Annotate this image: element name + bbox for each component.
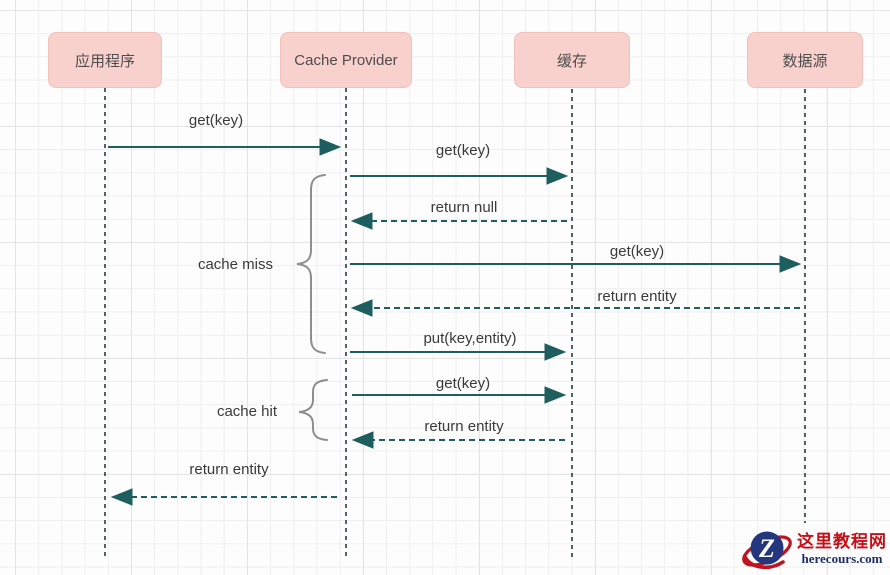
watermark-logo-icon: Z [742, 531, 792, 570]
actor-application: 应用程序 [48, 32, 162, 88]
watermark-text: 这里教程网 herecours.com [797, 531, 887, 566]
watermark: Z 这里教程网 herecours.com [741, 524, 889, 574]
logo-letter: Z [758, 534, 775, 563]
watermark-site-domain: herecours.com [801, 550, 883, 566]
message-label-get-key-3: get(key) [609, 243, 665, 260]
actor-label: 应用程序 [74, 52, 135, 70]
group-braces [296, 174, 328, 441]
brace-cache-hit [298, 379, 328, 441]
actor-datasource: 数据源 [747, 32, 863, 88]
actor-cache: 缓存 [514, 32, 630, 88]
message-label-return-entity-1: return entity [597, 288, 677, 305]
message-label-get-key-1: get(key) [188, 112, 244, 129]
actor-label: 缓存 [556, 52, 587, 70]
message-label-return-entity-2: return entity [424, 418, 504, 435]
message-label-get-key-4: get(key) [435, 375, 491, 392]
logo-globe [750, 531, 784, 565]
logo-orbit-front [743, 555, 785, 570]
brace-cache-miss [296, 174, 326, 354]
message-label-return-entity-3: return entity [189, 461, 269, 478]
message-label-get-key-2: get(key) [435, 142, 491, 159]
actor-label: Cache Provider [294, 51, 398, 69]
actor-label: 数据源 [782, 52, 828, 70]
group-label-cache-miss: cache miss [197, 256, 273, 273]
actor-cache-provider: Cache Provider [280, 32, 412, 88]
group-label-cache-hit: cache hit [216, 403, 277, 420]
message-label-put-key-entity: put(key,entity) [423, 330, 517, 347]
message-label-return-null: return null [430, 199, 498, 216]
watermark-site-name: 这里教程网 [797, 531, 887, 551]
